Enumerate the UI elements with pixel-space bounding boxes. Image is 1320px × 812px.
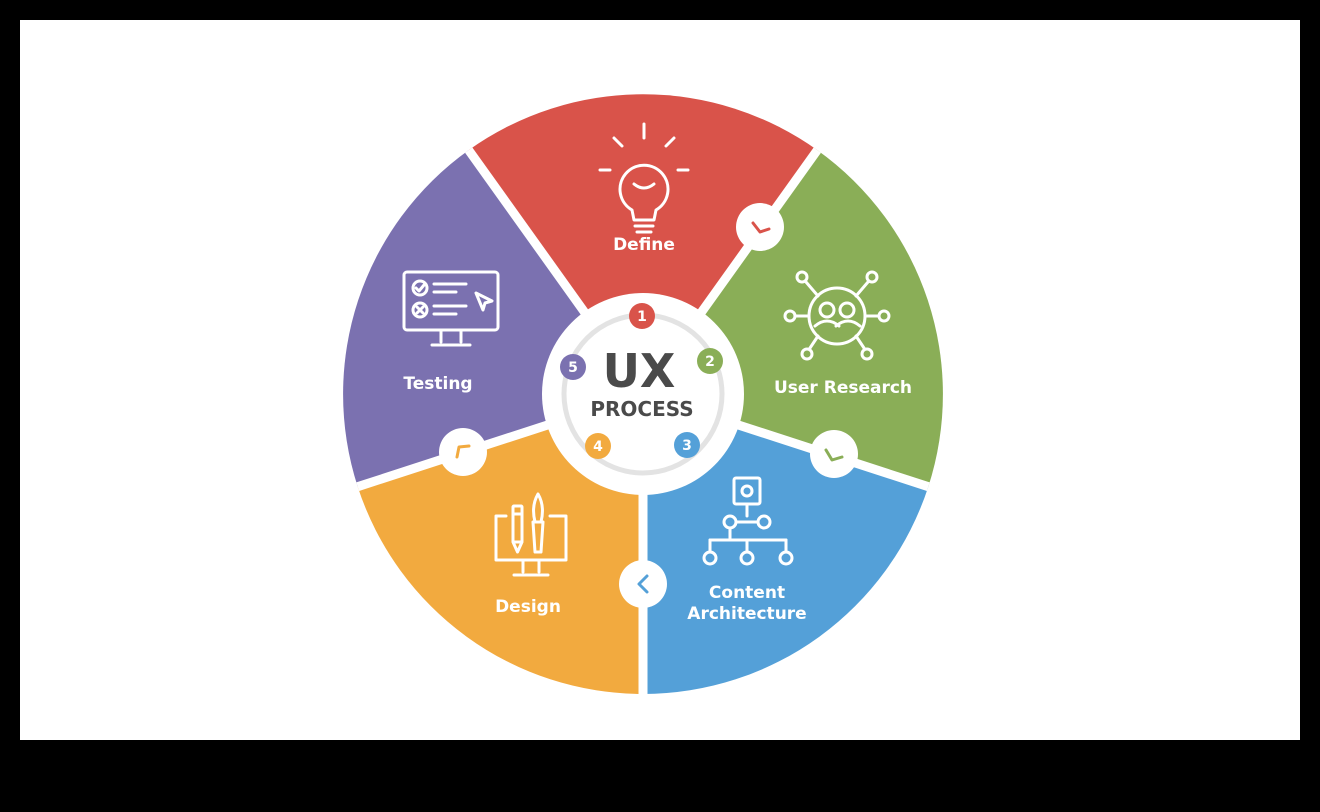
svg-text:2: 2	[705, 354, 715, 370]
label-architecture: Architecture	[687, 604, 806, 624]
center-title: UX	[603, 344, 676, 398]
segment-design	[357, 394, 643, 694]
label-design: Design	[495, 597, 561, 617]
label-define: Define	[613, 235, 675, 255]
step-badge-4: 4	[585, 433, 611, 459]
segment-define	[468, 94, 818, 394]
design-tools-monitor-icon	[494, 492, 568, 577]
arrow-research-to-content	[810, 430, 858, 478]
svg-text:3: 3	[682, 438, 692, 454]
checklist-monitor-icon	[402, 270, 500, 347]
arrow-define-to-research	[736, 203, 784, 251]
lightbulb-icon	[598, 122, 690, 234]
svg-text:5: 5	[568, 360, 578, 376]
step-badge-1: 1	[629, 303, 655, 329]
center-subtitle: PROCESS	[590, 397, 693, 421]
sitemap-icon	[702, 476, 794, 566]
label-content: Content	[709, 583, 785, 603]
svg-text:1: 1	[637, 309, 647, 325]
step-badge-3: 3	[674, 432, 700, 458]
step-badge-2: 2	[697, 348, 723, 374]
ux-process-wheel: UX PROCESS 1 2 3 4 5	[343, 94, 943, 694]
arrow-content-to-design	[619, 560, 667, 608]
diagram-canvas: UX PROCESS 1 2 3 4 5	[20, 20, 1300, 740]
step-badge-5: 5	[560, 354, 586, 380]
label-testing: Testing	[403, 374, 472, 394]
user-network-icon	[783, 270, 891, 361]
arrow-design-to-testing	[439, 428, 487, 476]
svg-text:4: 4	[593, 439, 603, 455]
label-user-research: User Research	[774, 378, 912, 398]
